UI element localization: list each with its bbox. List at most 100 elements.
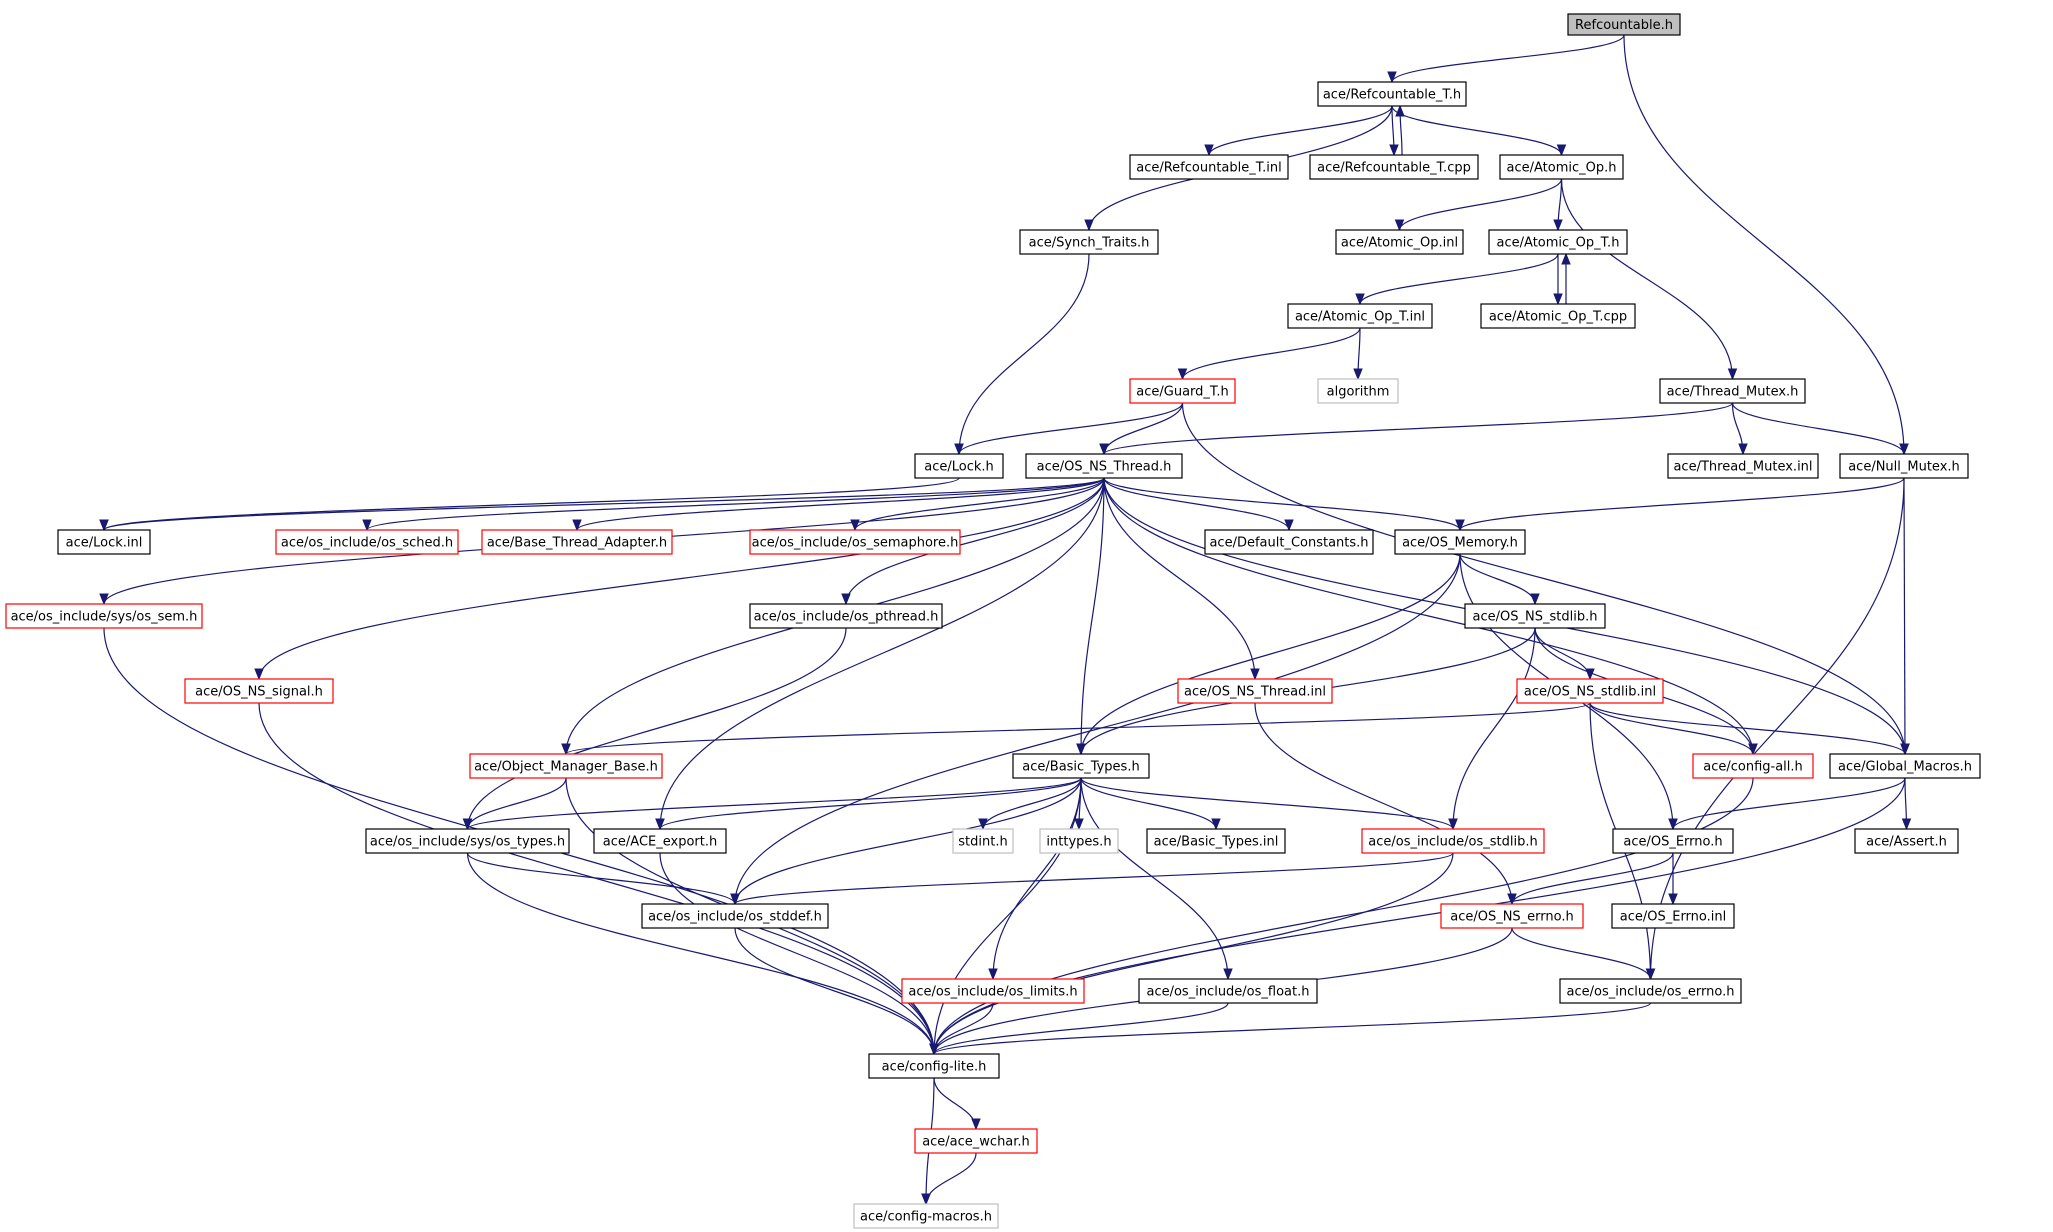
edge-atomic_op_t_h-to-atomic_op_t_cpp	[1553, 254, 1563, 306]
node-os-memory[interactable]: ace/OS_Memory.h	[1394, 529, 1526, 555]
edge-arrowhead	[1177, 368, 1188, 381]
node-box	[1309, 154, 1479, 180]
node-label: ace/Atomic_Op_T.h	[1497, 236, 1620, 251]
node-os-float[interactable]: ace/os_include/os_float.h	[1138, 978, 1318, 1004]
node-lock-inl[interactable]: ace/Lock.inl	[57, 529, 151, 555]
node-label: ace/os_include/os_limits.h	[908, 985, 1077, 1000]
edge-arrowhead	[1355, 293, 1365, 306]
node-refcountable-t-cpp[interactable]: ace/Refcountable_T.cpp	[1309, 154, 1479, 180]
node-refcountable-t-h[interactable]: ace/Refcountable_T.h	[1317, 81, 1467, 107]
node-lock-h[interactable]: ace/Lock.h	[914, 453, 1004, 479]
edge-line	[258, 702, 935, 1055]
node-sys-os-sem[interactable]: ace/os_include/sys/os_sem.h	[5, 603, 203, 629]
node-label: ace/Atomic_Op_T.inl	[1295, 310, 1425, 325]
node-ace-wchar[interactable]: ace/ace_wchar.h	[914, 1128, 1038, 1154]
node-atomic-op-t-h[interactable]: ace/Atomic_Op_T.h	[1488, 229, 1628, 255]
edge-refcountable_t_cpp-to-refcountable_t_h	[1395, 104, 1405, 156]
node-assert-h[interactable]: ace/Assert.h	[1854, 828, 1959, 854]
node-atomic-op-t-inl[interactable]: ace/Atomic_Op_T.inl	[1287, 303, 1433, 329]
node-os-semaphore[interactable]: ace/os_include/os_semaphore.h	[749, 529, 961, 555]
edge-guard_t-to-lock_h	[954, 402, 1184, 456]
edge-line	[366, 477, 1105, 531]
node-label: ace/OS_NS_errno.h	[1450, 910, 1574, 925]
edge-arrowhead	[841, 593, 851, 606]
edge-line	[933, 777, 1082, 1055]
node-null-mutex[interactable]: ace/Null_Mutex.h	[1839, 453, 1969, 479]
node-algorithm: algorithm	[1317, 378, 1399, 404]
node-os-pthread[interactable]: ace/os_include/os_pthread.h	[749, 603, 943, 629]
node-os-stdlib[interactable]: ace/os_include/os_stdlib.h	[1361, 828, 1545, 854]
node-os-include-errno[interactable]: ace/os_include/os_errno.h	[1559, 978, 1742, 1004]
edge-os_ns_thread_h-to-os_pthread	[841, 477, 1105, 606]
node-thread-mutex-inl[interactable]: ace/Thread_Mutex.inl	[1667, 453, 1819, 479]
node-object-manager-base[interactable]: ace/Object_Manager_Base.h	[469, 753, 663, 779]
node-basic-types-h[interactable]: ace/Basic_Types.h	[1012, 753, 1150, 779]
node-os-errno-inl[interactable]: ace/OS_Errno.inl	[1611, 903, 1735, 929]
node-os-ns-stdlib-h[interactable]: ace/OS_NS_stdlib.h	[1464, 603, 1606, 629]
node-os-ns-thread-inl[interactable]: ace/OS_NS_Thread.inl	[1177, 678, 1333, 704]
edge-line	[1459, 477, 1905, 531]
edge-line	[1080, 477, 1105, 755]
node-box	[1317, 378, 1399, 404]
node-atomic-op-t-cpp[interactable]: ace/Atomic_Op_T.cpp	[1480, 303, 1636, 329]
node-label: ace/Null_Mutex.h	[1848, 460, 1960, 475]
node-box	[1138, 978, 1318, 1004]
edge-arrowhead	[1507, 893, 1517, 906]
edge-line	[1459, 553, 1536, 605]
edge-ace_wchar-to-config_macros	[921, 1152, 977, 1206]
node-label: ace/config-lite.h	[882, 1060, 987, 1075]
node-ace-export[interactable]: ace/ACE_export.h	[593, 828, 727, 854]
node-atomic-op-inl[interactable]: ace/Atomic_Op.inl	[1335, 229, 1464, 255]
edge-arrowhead	[1387, 71, 1397, 84]
edge-arrowhead	[99, 519, 109, 532]
edge-arrowhead	[572, 519, 582, 532]
edge-sys_os_types-to-config_lite	[466, 852, 939, 1056]
edge-os_ns_stdlib_inl-to-global_macros	[1589, 702, 1910, 756]
node-default-constants[interactable]: ace/Default_Constants.h	[1204, 529, 1374, 555]
node-config-lite[interactable]: ace/config-lite.h	[868, 1053, 1000, 1079]
node-label: ace/config-all.h	[1703, 760, 1803, 775]
node-refcountable-t-inl[interactable]: ace/Refcountable_T.inl	[1129, 154, 1289, 180]
node-os-stddef[interactable]: ace/os_include/os_stddef.h	[641, 903, 829, 929]
edge-line	[1103, 477, 1754, 755]
edge-arrowhead	[1553, 293, 1563, 306]
node-os-ns-signal[interactable]: ace/OS_NS_signal.h	[184, 678, 334, 704]
edge-line	[1511, 852, 1674, 905]
node-refcountable: Refcountable.h	[1567, 13, 1681, 36]
node-os-limits[interactable]: ace/os_include/os_limits.h	[901, 978, 1085, 1004]
node-os-errno-h[interactable]: ace/OS_Errno.h	[1612, 828, 1734, 854]
node-label: ace/ACE_export.h	[603, 835, 717, 850]
edge-os_stdlib-to-config_lite	[929, 852, 1454, 1056]
edge-thread_mutex_h-to-os_ns_thread_h	[1099, 402, 1734, 456]
node-config-all[interactable]: ace/config-all.h	[1692, 753, 1814, 779]
edge-arrowhead	[1394, 219, 1405, 232]
node-box	[275, 529, 459, 555]
node-os-sched[interactable]: ace/os_include/os_sched.h	[275, 529, 459, 555]
node-os-ns-errno[interactable]: ace/OS_NS_errno.h	[1440, 903, 1584, 929]
node-atomic-op-h[interactable]: ace/Atomic_Op.h	[1499, 154, 1624, 180]
node-base-thread-adapter[interactable]: ace/Base_Thread_Adapter.h	[481, 529, 673, 555]
edge-arrowhead	[1668, 893, 1678, 906]
edge-refcountable-to-refcountable_t_h	[1387, 34, 1625, 84]
edge-guard_t-to-os_ns_thread_h	[1099, 402, 1184, 456]
node-sys-os-types[interactable]: ace/os_include/sys/os_types.h	[365, 828, 570, 854]
node-synch-traits[interactable]: ace/Synch_Traits.h	[1019, 229, 1159, 255]
edge-line	[1103, 477, 1256, 680]
edge-basic_types_h-to-ace_export	[655, 777, 1082, 831]
node-box	[1567, 13, 1681, 36]
node-guard-t[interactable]: ace/Guard_T.h	[1129, 378, 1236, 404]
edge-os_ns_thread_h-to-os_ns_signal	[254, 477, 1105, 681]
node-thread-mutex-h[interactable]: ace/Thread_Mutex.h	[1659, 378, 1806, 404]
node-basic-types-inl[interactable]: ace/Basic_Types.inl	[1146, 828, 1286, 854]
node-label: ace/Basic_Types.inl	[1154, 835, 1279, 850]
edge-line	[1731, 402, 1905, 455]
node-box	[57, 529, 151, 555]
node-os-ns-stdlib-inl[interactable]: ace/OS_NS_stdlib.inl	[1516, 678, 1664, 704]
node-label: ace/os_include/os_errno.h	[1567, 985, 1735, 1000]
node-label: ace/config-macros.h	[860, 1210, 992, 1225]
node-global-macros[interactable]: ace/Global_Macros.h	[1829, 753, 1981, 779]
edge-arrowhead	[1448, 818, 1458, 831]
node-label: ace/OS_NS_stdlib.inl	[1524, 685, 1656, 700]
node-os-ns-thread-h[interactable]: ace/OS_NS_Thread.h	[1025, 453, 1183, 479]
